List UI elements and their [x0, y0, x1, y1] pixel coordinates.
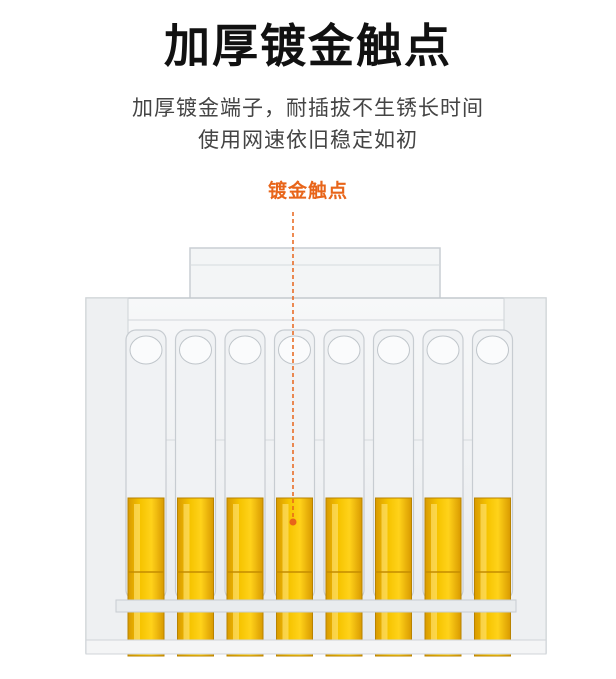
channel-cap: [377, 335, 410, 365]
gold-contact-highlight: [381, 504, 388, 650]
gold-contact: [375, 497, 412, 657]
gold-contact-highlight: [282, 504, 289, 650]
gold-contact-highlight: [183, 504, 190, 650]
gold-contact-highlight: [233, 504, 239, 650]
callout-dot: [289, 518, 297, 526]
gold-contact-highlight: [332, 504, 338, 650]
gold-contact-highlight: [480, 504, 487, 650]
channel-cap: [327, 335, 361, 365]
channel-cap: [228, 335, 262, 365]
gold-contacts: [127, 497, 511, 657]
subtitle-line-2: 使用网速依旧稳定如初: [198, 128, 418, 152]
latch-block: [189, 247, 441, 301]
gold-contact: [325, 497, 363, 657]
subtitle-line-1: 加厚镀金端子，耐插拔不生锈长时间: [132, 96, 484, 120]
gold-contact: [424, 497, 462, 657]
gold-contact-highlight: [431, 504, 437, 650]
gold-contact: [127, 497, 165, 657]
channel-cap: [278, 335, 311, 365]
channel-cap: [129, 335, 163, 365]
gold-contact-highlight: [134, 504, 140, 650]
channel-cap: [179, 335, 212, 365]
gold-contact: [474, 497, 511, 657]
channel-cap: [476, 335, 509, 365]
gold-contact: [177, 497, 214, 657]
gold-contact: [226, 497, 264, 657]
gold-contact-callout-label: 镀金触点: [267, 180, 348, 202]
channel-cap: [426, 335, 460, 365]
page-title: 加厚镀金触点: [164, 19, 452, 73]
